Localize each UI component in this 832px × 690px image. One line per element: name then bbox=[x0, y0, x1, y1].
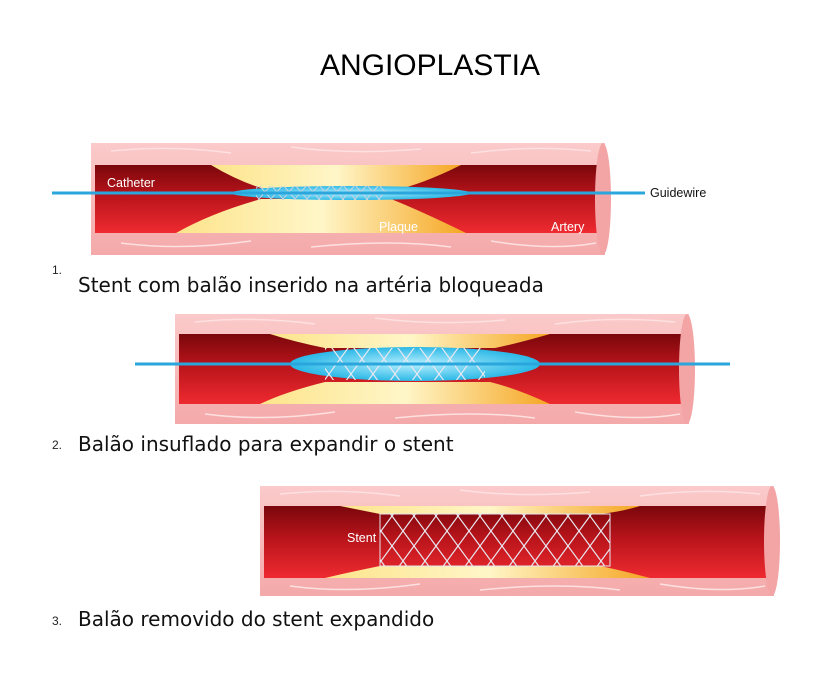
plaque-top bbox=[340, 506, 640, 514]
artery-panel-1: Catheter Plaque Artery bbox=[91, 143, 611, 255]
plaque-bottom bbox=[325, 566, 650, 578]
stent-label: Stent bbox=[347, 531, 377, 545]
plaque-label: Plaque bbox=[379, 220, 418, 234]
page-title: ANGIOPLASTIA bbox=[320, 49, 540, 82]
step-number: 1. bbox=[52, 263, 62, 277]
step-caption: Balão removido do stent expandido bbox=[78, 607, 434, 631]
guidewire-label: Guidewire bbox=[650, 186, 706, 200]
plaque-bottom bbox=[260, 382, 550, 404]
catheter-label: Catheter bbox=[107, 176, 155, 190]
step-number: 3. bbox=[52, 614, 62, 628]
step-number: 2. bbox=[52, 438, 62, 452]
plaque-top bbox=[211, 165, 461, 191]
step-caption: Stent com balão inserido na artéria bloq… bbox=[78, 273, 544, 297]
step-caption: Balão insuflado para expandir o stent bbox=[78, 432, 454, 456]
artery-label: Artery bbox=[551, 220, 585, 234]
artery-panel-3: Stent bbox=[260, 486, 780, 596]
artery-panel-2 bbox=[175, 314, 695, 424]
stent bbox=[379, 513, 611, 567]
plaque-top bbox=[270, 334, 550, 348]
plaque-bottom bbox=[176, 199, 466, 233]
